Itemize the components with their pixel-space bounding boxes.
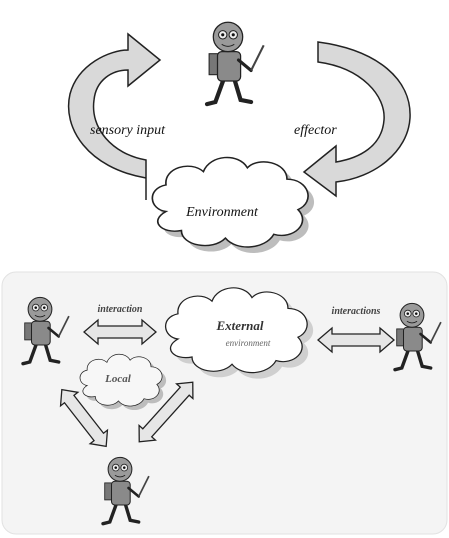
external-environment-label: environment: [226, 338, 271, 348]
interaction-label: interaction: [97, 304, 142, 315]
robot-agent-icon: [207, 22, 264, 104]
effector-label: effector: [294, 123, 337, 138]
diagonal-arrow-right: [138, 381, 194, 443]
environment-label: Environment: [185, 205, 259, 220]
top-diagram: sensory input effector Environment: [67, 22, 411, 253]
interactions-arrow: [317, 326, 395, 354]
effector-arrow: [302, 41, 411, 198]
local-label: Local: [104, 373, 132, 385]
interactions-label: interactions: [332, 306, 381, 317]
external-label: External: [216, 318, 264, 333]
sensory-input-label: sensory input: [90, 123, 166, 138]
bottom-diagram: External environment Local interaction i…: [1, 271, 448, 535]
interaction-arrow: [83, 318, 157, 346]
sensory-input-arrow: [67, 32, 162, 200]
diagonal-arrow-left: [59, 388, 109, 448]
